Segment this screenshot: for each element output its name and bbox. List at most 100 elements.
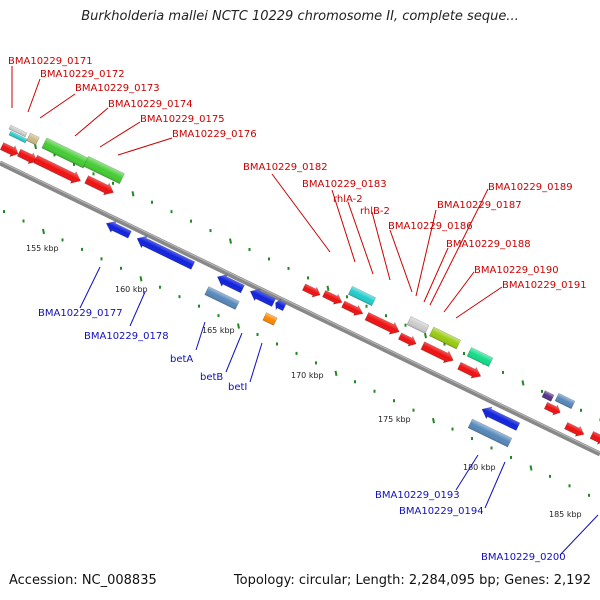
leader-line [271, 173, 331, 253]
gene-feature[interactable] [457, 360, 484, 381]
gene-feature[interactable] [204, 286, 240, 310]
gene-feature[interactable] [564, 421, 587, 440]
leader-line [79, 266, 101, 309]
leader-line [347, 201, 374, 275]
leader-line [371, 211, 391, 281]
gene-label-forward[interactable]: BMA10229_0190 [474, 265, 559, 276]
chromosome-backbone [0, 160, 600, 457]
gene-label-forward[interactable]: BMA10229_0182 [243, 162, 328, 173]
gene-feature[interactable] [41, 137, 89, 169]
gene-feature[interactable] [406, 316, 430, 334]
tick-mark [326, 285, 330, 292]
topology-text: Topology: circular; Length: 2,284,095 bp… [233, 573, 591, 588]
gene-label-forward[interactable]: BMA10229_0189 [488, 182, 573, 193]
gene-feature[interactable] [84, 174, 117, 199]
gene-feature[interactable] [215, 271, 246, 295]
gene-label-reverse[interactable]: BMA10229_0178 [84, 331, 169, 342]
tick-label: 155 kbp [26, 244, 59, 253]
gene-feature[interactable] [554, 392, 576, 410]
accession-text: Accession: NC_008835 [9, 573, 157, 588]
gene-label-reverse[interactable]: betB [200, 372, 223, 383]
leader-line [415, 209, 437, 297]
gene-feature[interactable] [33, 153, 84, 187]
gene-feature[interactable] [301, 282, 323, 300]
gene-label-reverse[interactable]: BMA10229_0177 [38, 308, 123, 319]
tick-label: 175 kbp [378, 415, 411, 424]
label-leader-lines [11, 66, 599, 556]
tick-label: 180 kbp [463, 463, 496, 472]
tick-marks-lower [3, 210, 590, 497]
gene-feature[interactable] [364, 310, 402, 337]
gene-label-forward[interactable]: BMA10229_0173 [75, 83, 160, 94]
tick-mark [42, 228, 45, 235]
gene-feature[interactable] [428, 326, 462, 350]
gene-feature[interactable] [273, 297, 287, 312]
tick-mark [131, 191, 135, 197]
tick-mark [334, 370, 338, 377]
tick-marks-upper [14, 134, 600, 422]
tick-mark [424, 332, 427, 339]
gene-label-reverse[interactable]: BMA10229_0200 [481, 552, 566, 563]
gene-feature[interactable] [16, 147, 39, 167]
gene-feature[interactable] [543, 401, 562, 418]
gene-label-reverse[interactable]: BMA10229_0194 [399, 506, 484, 517]
gene-feature[interactable] [479, 403, 521, 432]
tick-label: 185 kbp [549, 510, 582, 519]
leader-line [129, 291, 146, 327]
leader-line [225, 332, 243, 373]
tick-label: 170 kbp [291, 371, 324, 380]
gene-label-forward[interactable]: rhlB-2 [360, 206, 390, 217]
tick-label: 165 kbp [202, 326, 235, 335]
gene-label-forward[interactable]: BMA10229_0187 [437, 200, 522, 211]
gene-labels: BMA10229_0171BMA10229_0172BMA10229_0173B… [8, 56, 587, 563]
gene-feature[interactable] [420, 340, 456, 367]
tick-mark [432, 417, 435, 424]
gene-label-forward[interactable]: BMA10229_0183 [302, 179, 387, 190]
gene-feature[interactable] [0, 141, 21, 160]
gene-feature[interactable] [589, 430, 600, 447]
gene-label-forward[interactable]: BMA10229_0174 [108, 99, 193, 110]
gene-label-forward[interactable]: BMA10229_0175 [140, 114, 225, 125]
gene-feature[interactable] [26, 132, 40, 146]
gene-feature[interactable] [322, 289, 345, 308]
tick-mark [521, 380, 525, 386]
gene-label-forward[interactable]: BMA10229_0188 [446, 239, 531, 250]
leader-line [74, 107, 109, 137]
gene-label-forward[interactable]: BMA10229_0191 [502, 280, 587, 291]
tick-labels: 155 kbp 160 kbp 165 kbp 170 kbp 175 kbp 180 k… [26, 244, 582, 519]
gene-feature[interactable] [541, 390, 555, 402]
gene-label-reverse[interactable]: BMA10229_0193 [375, 490, 460, 501]
gene-feature[interactable] [347, 285, 377, 307]
gene-feature[interactable] [467, 418, 513, 448]
leader-line [389, 229, 413, 293]
leader-line [443, 271, 475, 313]
gene-feature[interactable] [262, 312, 278, 326]
tick-mark [34, 143, 37, 150]
gene-label-forward[interactable]: BMA10229_0172 [40, 69, 125, 80]
gene-label-forward[interactable]: BMA10229_0176 [172, 129, 257, 140]
gene-label-forward[interactable]: rhlA-2 [333, 194, 363, 205]
leader-line [249, 342, 263, 383]
gene-feature[interactable] [397, 331, 419, 349]
gene-label-reverse[interactable]: betA [170, 354, 193, 365]
tick-label: 160 kbp [115, 285, 148, 294]
gene-label-forward[interactable]: BMA10229_0186 [388, 221, 473, 232]
tick-mark [529, 465, 533, 471]
gene-feature[interactable] [341, 299, 366, 318]
gene-label-forward[interactable]: BMA10229_0171 [8, 56, 93, 67]
leader-line [455, 454, 479, 491]
leader-line [117, 137, 173, 156]
gene-feature[interactable] [134, 233, 196, 272]
tick-mark [229, 238, 232, 244]
leader-line [331, 189, 356, 263]
gene-feature[interactable] [8, 130, 28, 144]
gene-feature[interactable] [104, 218, 133, 240]
leader-line [429, 188, 489, 306]
gene-label-reverse[interactable]: betI [228, 382, 247, 393]
gene-feature[interactable] [466, 346, 494, 368]
gene-feature[interactable] [83, 155, 125, 185]
tick-mark [237, 323, 240, 329]
gene-feature[interactable] [8, 124, 28, 138]
gene-feature[interactable] [247, 285, 276, 308]
